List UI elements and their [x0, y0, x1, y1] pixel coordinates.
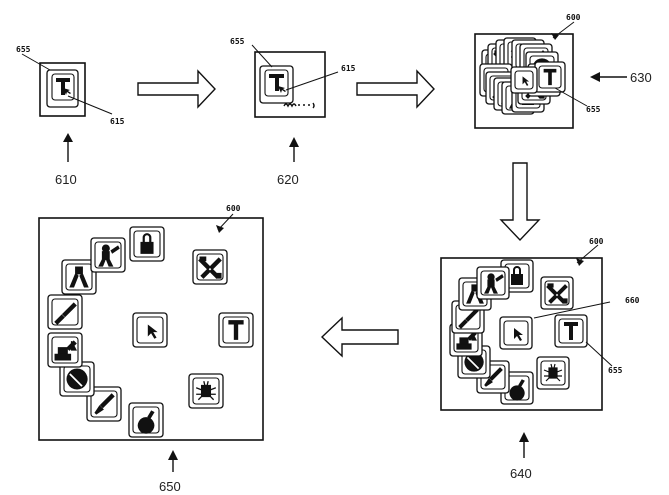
leader-655	[21, 53, 51, 71]
hammer-icon	[228, 320, 244, 340]
ref-655: 655	[586, 105, 601, 114]
ref-600: 600	[589, 237, 604, 246]
hammer-icon	[564, 322, 578, 340]
pliers-icon	[69, 266, 89, 288]
tools-tile	[540, 276, 574, 310]
label-arrowhead-610	[63, 133, 73, 142]
no-entry-icon	[464, 352, 484, 372]
ref-660: 660	[625, 296, 640, 305]
ref-655: 655	[608, 366, 623, 375]
screwdriver-tile	[47, 294, 83, 330]
flow-arrow-1	[137, 69, 216, 109]
stacked-tiles	[479, 37, 566, 115]
leader-655	[554, 87, 588, 107]
step-650: 600 650	[38, 204, 264, 494]
tool-tiles	[47, 226, 254, 438]
flow-arrow-2	[356, 69, 435, 109]
bomb-tile	[128, 402, 164, 438]
leader-600-head	[216, 225, 224, 233]
leader-655	[251, 44, 273, 68]
center-tile	[510, 66, 538, 94]
center-tile	[499, 316, 533, 350]
excavator-tile	[47, 332, 83, 368]
bomb-icon	[137, 410, 155, 434]
ref-600: 600	[566, 13, 581, 22]
ref-600: 600	[226, 204, 241, 213]
leader-600-head	[551, 33, 559, 40]
step-630: 600 655 630	[474, 13, 652, 129]
loading-indicator	[283, 102, 315, 109]
bomb-tile	[500, 371, 534, 405]
leader-660	[533, 301, 611, 319]
hammer-icon	[269, 74, 284, 91]
step-number-610: 610	[55, 172, 77, 187]
cursor-icon	[63, 88, 71, 95]
label-arrowhead-640	[519, 432, 529, 442]
label-arrowhead-650	[168, 450, 178, 460]
screwdriver-icon	[458, 308, 479, 329]
step-610: 655 615 610	[16, 45, 125, 187]
tools-tile	[192, 249, 228, 285]
wrench-person-icon	[98, 244, 120, 267]
ref-615: 615	[110, 117, 125, 126]
tools-icon	[198, 256, 222, 279]
step-number-620: 620	[277, 172, 299, 187]
tools-icon	[546, 283, 568, 304]
bug-icon	[543, 363, 563, 382]
wrench-person-tile	[90, 237, 126, 273]
bug-tile	[188, 373, 224, 409]
bomb-icon	[509, 379, 525, 401]
leader-615	[67, 95, 113, 115]
step-640: 600 660 655 640	[440, 237, 640, 481]
tool-tiles	[449, 259, 588, 405]
wrench-person-icon	[484, 273, 504, 294]
hammer-tile	[218, 312, 254, 348]
excavator-icon	[54, 340, 77, 361]
flow-arrow-3	[499, 162, 541, 242]
cursor-icon	[514, 328, 523, 341]
pliers-tile	[61, 259, 97, 295]
excavator-icon	[456, 331, 477, 350]
leader-655	[585, 341, 613, 367]
ref-615: 615	[341, 64, 356, 73]
lock-icon	[140, 233, 154, 254]
step-number-640: 640	[510, 466, 532, 481]
step-620: 655 615 620	[230, 37, 356, 187]
lock-icon	[511, 266, 523, 285]
step-number-630: 630	[630, 70, 652, 85]
brush-icon	[94, 393, 115, 415]
leader-600-head	[576, 258, 584, 266]
cursor-icon	[522, 76, 530, 86]
bug-tile	[536, 356, 570, 390]
no-entry-icon	[66, 368, 88, 390]
cursor-icon	[278, 86, 286, 93]
label-arrowhead-620	[289, 137, 299, 147]
step-number-650: 650	[159, 479, 181, 494]
brush-tile	[86, 386, 122, 422]
brush-icon	[484, 367, 503, 387]
hammer-tile	[554, 314, 588, 348]
hammer-icon	[56, 78, 70, 95]
lock-tile	[129, 226, 165, 262]
ref-655: 655	[230, 37, 245, 46]
hammer-icon	[543, 68, 557, 86]
bug-icon	[195, 381, 217, 401]
screwdriver-icon	[54, 302, 77, 325]
label-arrowhead-630	[590, 72, 600, 82]
center-tile	[132, 312, 168, 348]
ref-655: 655	[16, 45, 31, 54]
cursor-icon	[147, 324, 158, 339]
flow-arrow-4	[320, 316, 399, 358]
leader-615	[285, 71, 339, 91]
wrench-person-tile	[476, 266, 510, 300]
hammer-tile	[534, 61, 566, 93]
